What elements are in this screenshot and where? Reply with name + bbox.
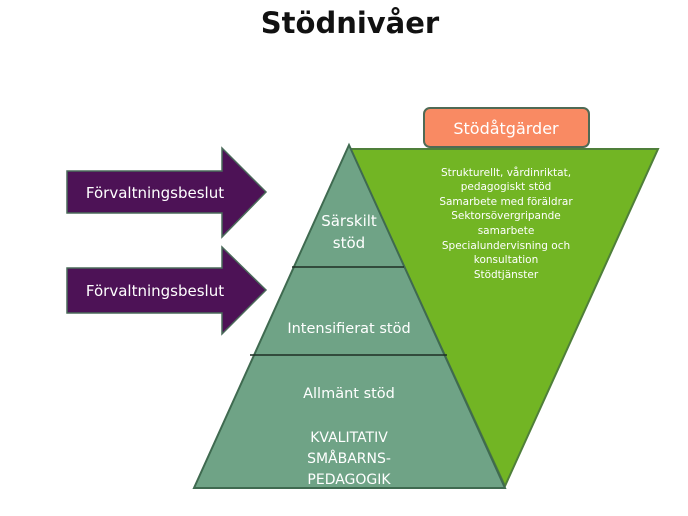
measure-line: konsultation: [474, 254, 539, 266]
support-measures-header: Stödåtgärder: [453, 119, 559, 138]
decision-arrow-1-label: Förvaltningsbeslut: [86, 184, 224, 202]
pyramid-base-line2: SMÅBARNS-: [307, 450, 391, 467]
support-pyramid: [192, 142, 507, 489]
level-special-support-line2: stöd: [333, 234, 365, 252]
pyramid-base-line1: KVALITATIV: [310, 430, 388, 446]
support-measures-header-box: [423, 107, 590, 148]
level-intensified-support: Intensifierat stöd: [287, 321, 410, 337]
measure-line: Stödtjänster: [474, 269, 539, 281]
measure-line: pedagogiskt stöd: [461, 181, 552, 193]
measure-line: Sektorsövergripande: [451, 210, 561, 222]
measure-line: Samarbete med föräldrar: [439, 196, 573, 208]
decision-arrow-1: [66, 146, 268, 239]
decision-arrow-2: [66, 245, 268, 336]
measure-line: samarbete: [478, 225, 535, 237]
measure-line: Specialundervisning och: [442, 240, 570, 252]
level-special-support-line1: Särskilt: [321, 212, 377, 230]
page-title: Stödnivåer: [261, 6, 440, 40]
level-general-support: Allmänt stöd: [303, 386, 395, 402]
support-measures-list: Strukturellt, vårdinriktat, pedagogiskt …: [439, 166, 573, 281]
decision-arrow-2-label: Förvaltningsbeslut: [86, 282, 224, 300]
pyramid-base-line3: PEDAGOGIK: [307, 472, 391, 488]
measure-line: Strukturellt, vårdinriktat,: [441, 166, 571, 179]
